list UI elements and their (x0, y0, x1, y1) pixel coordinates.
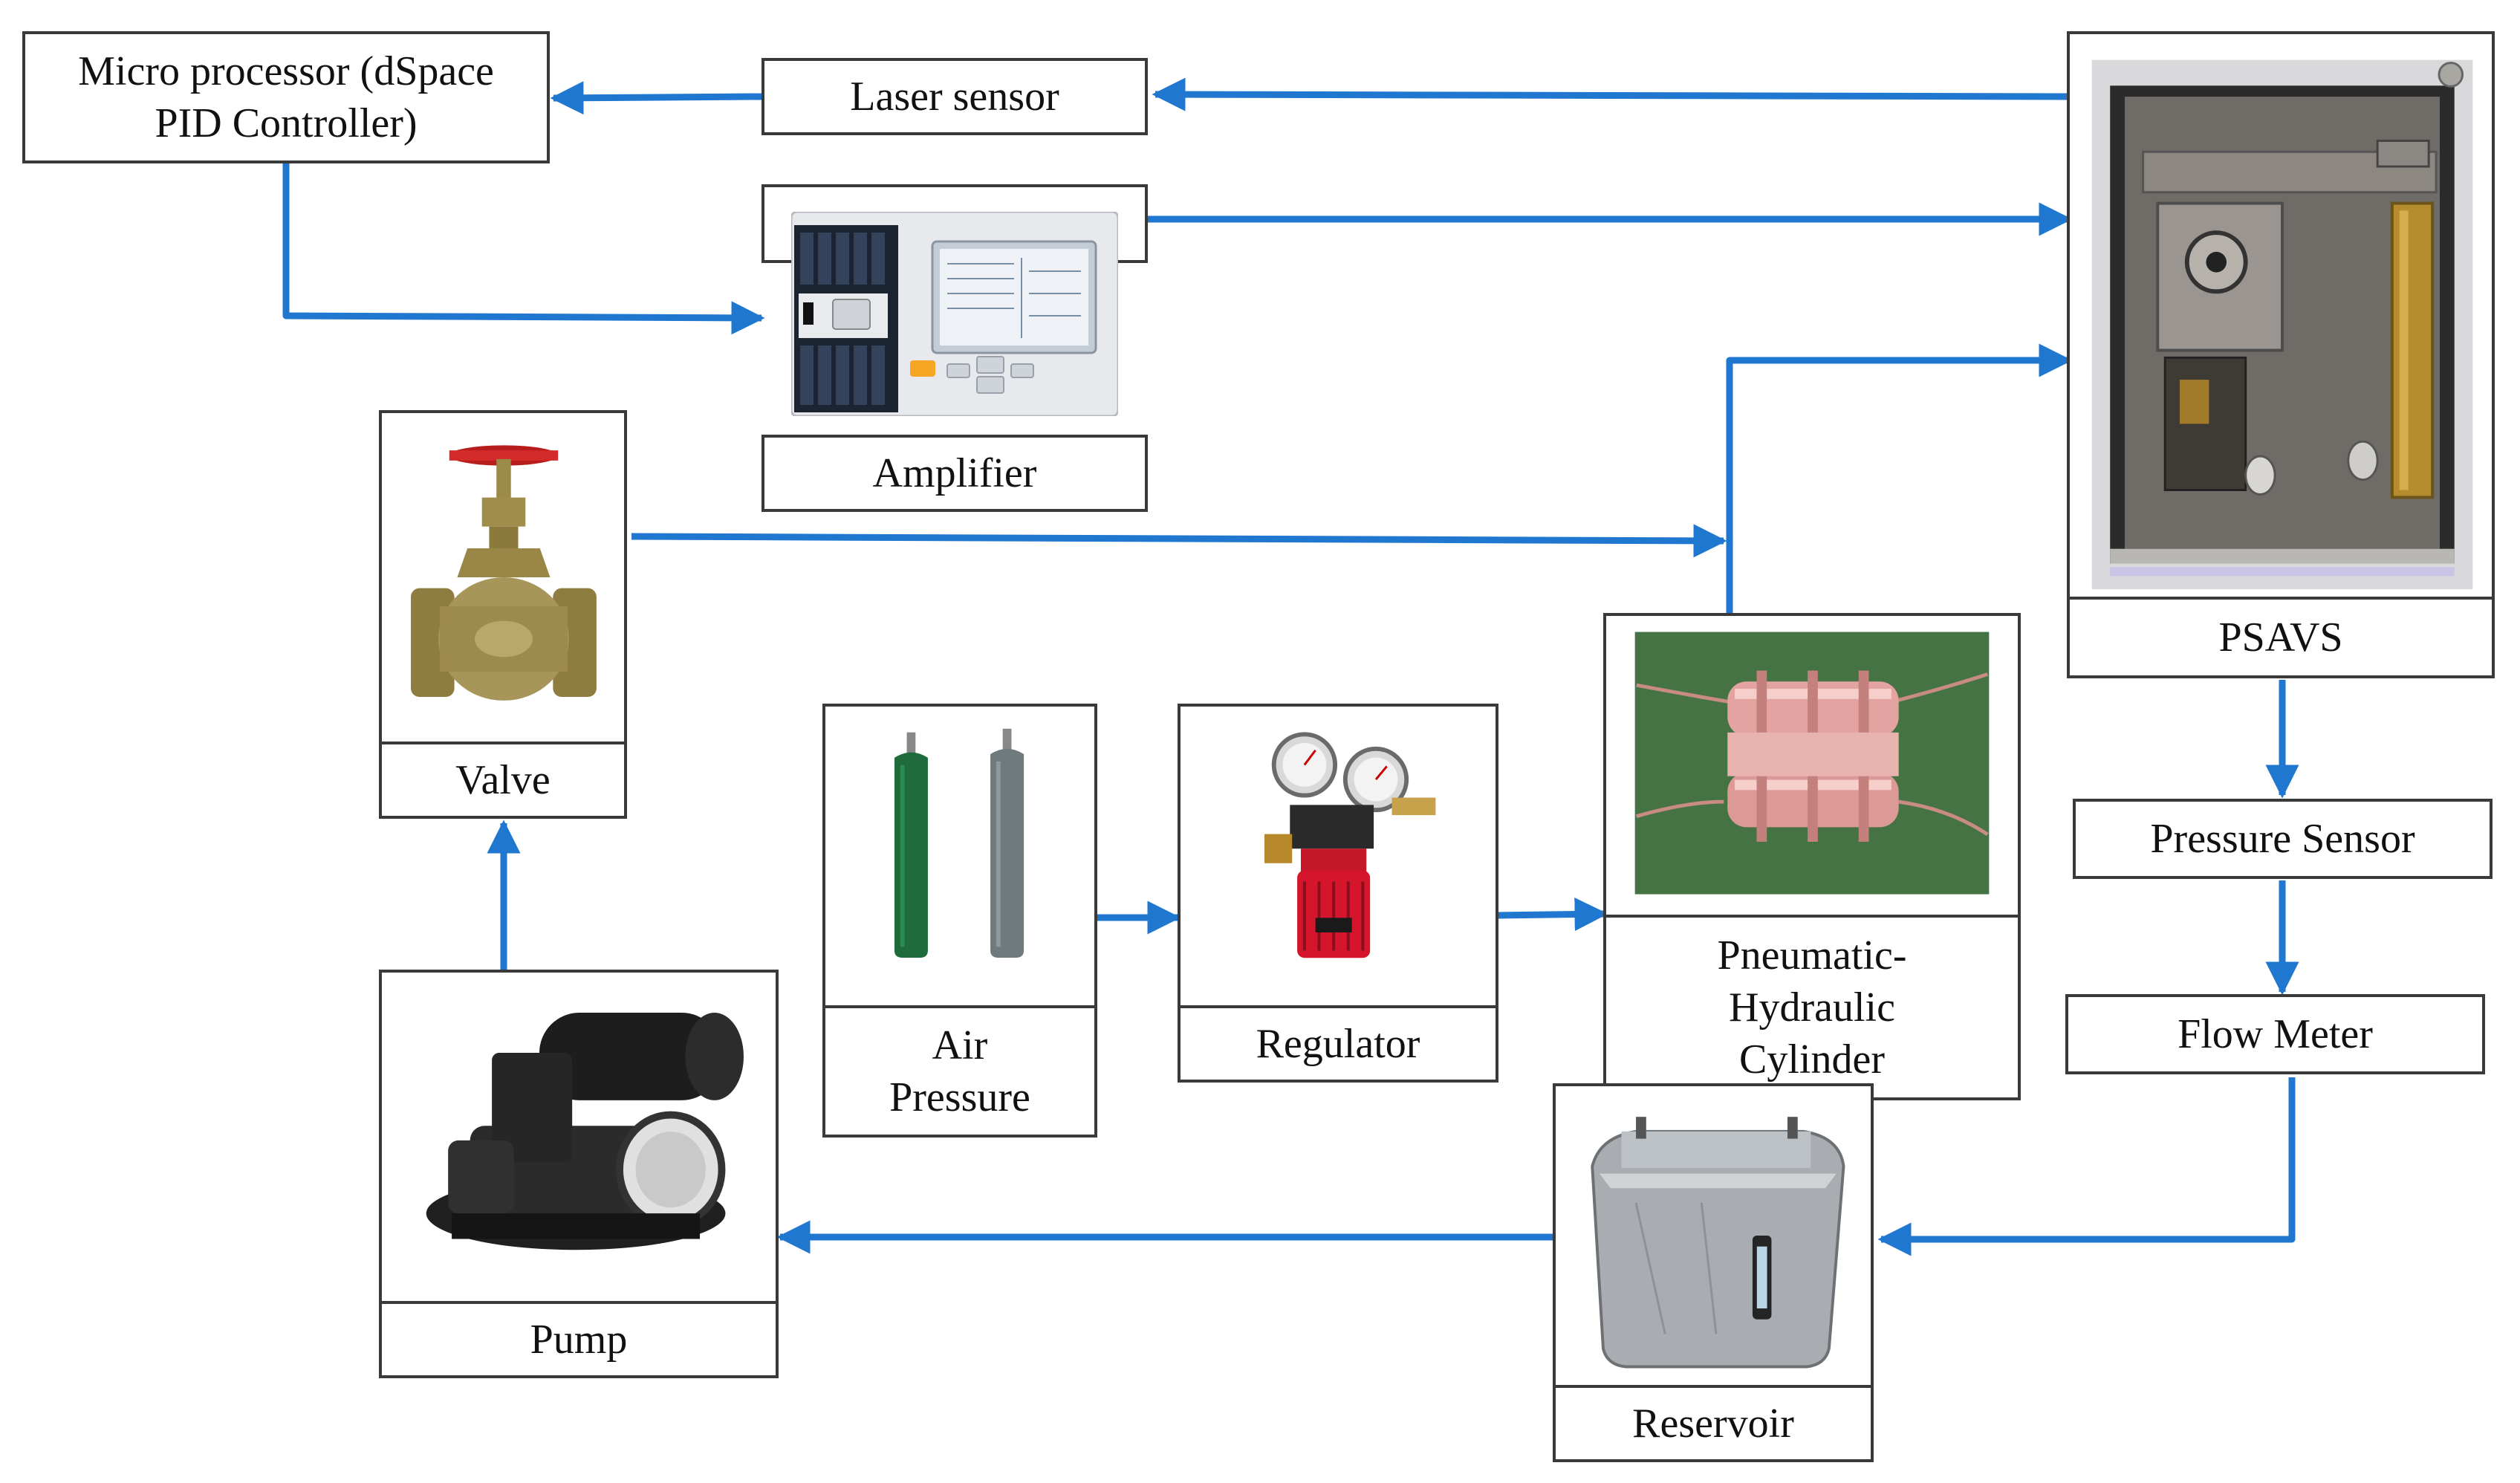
regulator-label-box: Regulator (1178, 1005, 1498, 1083)
valve-label-box: Valve (379, 742, 627, 819)
regulator-label: Regulator (1256, 1021, 1420, 1067)
pump-label: Pump (530, 1317, 628, 1363)
air-pressure-label: Air Pressure (889, 1022, 1030, 1120)
edge-regulator-to-cylinder (1496, 898, 1608, 932)
psavs-image-box (2067, 31, 2495, 600)
edge-flowmeter-to-reservoir (1877, 1077, 2296, 1256)
reservoir-image-box (1553, 1083, 1874, 1388)
laser-sensor-label: Laser sensor (850, 74, 1059, 120)
edge-psavs-to-laser (1152, 77, 2068, 111)
pump-photo (426, 1013, 744, 1250)
pressure-sensor-label: Pressure Sensor (2150, 816, 2415, 862)
regulator-image-box (1178, 704, 1498, 1008)
reservoir-label-box: Reservoir (1553, 1385, 1874, 1462)
cylinder-label: Pneumatic- Hydraulic Cylinder (1717, 932, 1907, 1083)
psavs-photo (2091, 59, 2473, 590)
laser-sensor-box: Laser sensor (761, 58, 1148, 135)
cylinder-image-box (1603, 613, 2021, 918)
cylinder-label-box: Pneumatic- Hydraulic Cylinder (1603, 915, 2021, 1100)
flow-meter-label: Flow Meter (2178, 1011, 2373, 1057)
edge-cylinder-to-psavs (1726, 343, 2073, 613)
air-pressure-image-box (822, 704, 1097, 1008)
edge-laser-to-microprocessor (550, 81, 762, 115)
pressure-sensor-box: Pressure Sensor (2073, 799, 2493, 879)
pump-label-box: Pump (379, 1301, 779, 1378)
amplifier-label-box: Amplifier (761, 435, 1148, 512)
psavs-label: PSAVS (2218, 614, 2343, 661)
edge-microprocessor-to-amplifier (282, 163, 765, 335)
edge-valve-to-cylinder (631, 524, 1727, 558)
cylinder-photo (1634, 632, 1990, 895)
valve-photo (411, 445, 597, 701)
gas-cylinders-photo (894, 728, 1024, 958)
pump-image-box (379, 970, 779, 1304)
regulator-photo (1264, 732, 1436, 958)
amplifier-photo (790, 210, 1120, 418)
flow-meter-box: Flow Meter (2065, 994, 2485, 1074)
microprocessor-label: Micro processor (dSpace PID Controller) (78, 48, 494, 146)
air-pressure-label-box: Air Pressure (822, 1005, 1097, 1138)
valve-image-box (379, 410, 627, 744)
psavs-label-box: PSAVS (2067, 597, 2495, 678)
valve-label: Valve (455, 757, 551, 803)
microprocessor-box: Micro processor (dSpace PID Controller) (22, 31, 550, 163)
amplifier-label: Amplifier (872, 450, 1037, 496)
amplifier-icon (790, 210, 1120, 418)
reservoir-photo (1591, 1117, 1845, 1369)
reservoir-label: Reservoir (1632, 1401, 1794, 1447)
